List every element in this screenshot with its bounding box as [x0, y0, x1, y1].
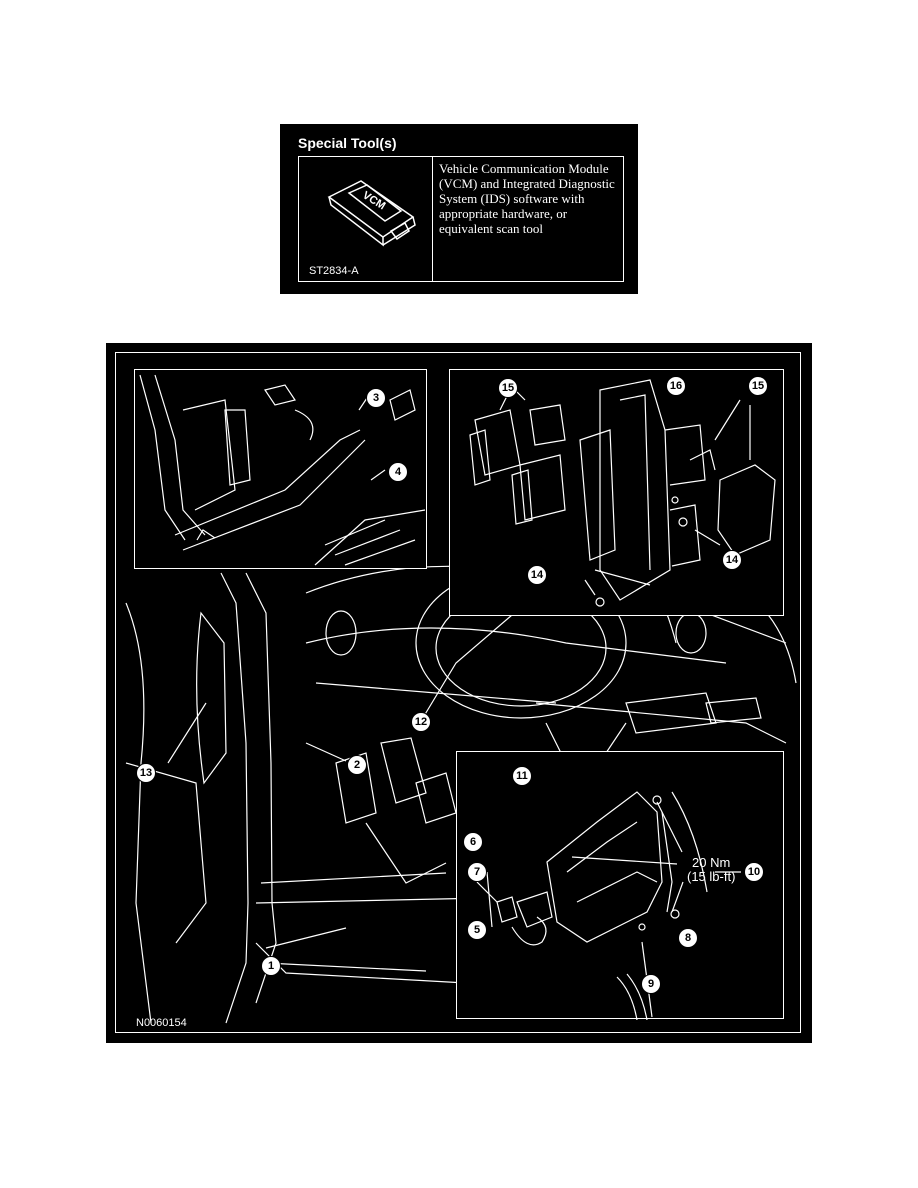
- inset-sill-plate: 3 4: [134, 369, 427, 569]
- callout-3: 3: [366, 388, 386, 408]
- inset-control-modules: 15 16 15 14 14: [449, 369, 784, 616]
- vcm-tool-image: VCM: [321, 175, 421, 253]
- diagram-frame: [115, 352, 801, 1033]
- control-module-illustration: [469, 379, 776, 607]
- callout-6: 6: [463, 832, 483, 852]
- callout-15-right: 15: [748, 376, 768, 396]
- special-tool-heading: Special Tool(s): [298, 135, 397, 151]
- callout-4: 4: [388, 462, 408, 482]
- inset-pedal-bracket: 11 6 7 5 10 8 9 20 Nm (15 lb-ft): [456, 751, 784, 1020]
- removal-diagram: 3 4: [106, 343, 812, 1043]
- callout-12: 12: [411, 712, 431, 732]
- callout-5: 5: [467, 920, 487, 940]
- callout-11: 11: [512, 766, 532, 786]
- callout-9: 9: [641, 974, 661, 994]
- torque-value-imperial: (15 lb-ft): [687, 869, 736, 884]
- callout-7: 7: [467, 862, 487, 882]
- sill-plate-illustration: [139, 374, 426, 566]
- callout-10: 10: [744, 862, 764, 882]
- callout-13: 13: [136, 763, 156, 783]
- special-tool-table: VCM ST2834-A Vehicle Communication Modul…: [298, 156, 624, 282]
- callout-1: 1: [261, 956, 281, 976]
- special-tool-box: Special Tool(s) VCM ST2834-A Vehicle Com…: [280, 124, 638, 294]
- torque-spec: 20 Nm (15 lb-ft): [687, 856, 735, 884]
- bracket-illustration: [476, 791, 741, 1020]
- torque-value: 20 Nm: [692, 855, 731, 870]
- vcm-tool-label: VCM: [360, 189, 387, 212]
- callout-2: 2: [347, 755, 367, 775]
- callout-8: 8: [678, 928, 698, 948]
- tool-code: ST2834-A: [309, 265, 359, 277]
- table-divider: [432, 157, 433, 281]
- figure-code: N0060154: [136, 1017, 187, 1029]
- tool-description: Vehicle Communication Module (VCM) and I…: [439, 161, 615, 236]
- callout-14-right: 14: [722, 550, 742, 570]
- callout-14-bottom: 14: [527, 565, 547, 585]
- callout-15-left: 15: [498, 378, 518, 398]
- callout-16: 16: [666, 376, 686, 396]
